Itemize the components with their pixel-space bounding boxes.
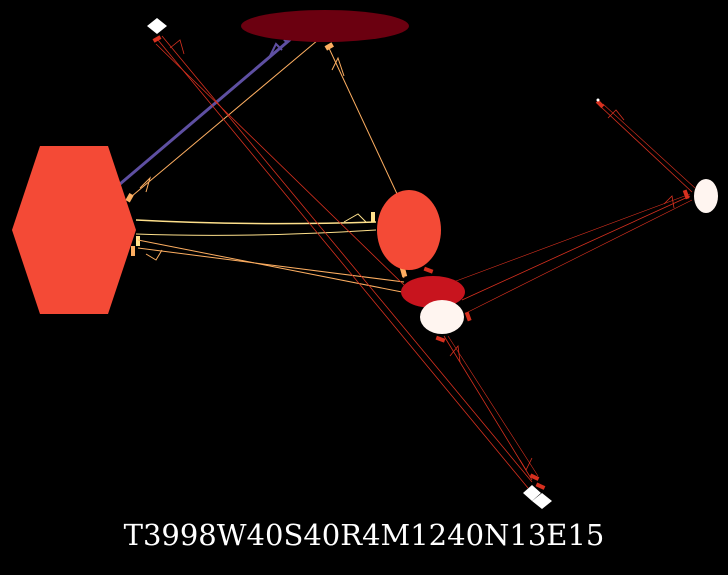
edge-hexagon-circle bbox=[135, 219, 377, 225]
edge-marker bbox=[152, 35, 162, 43]
edge-right-ellipse-white bbox=[461, 195, 691, 301]
edge-marker bbox=[131, 246, 135, 256]
bottom-diamond-node-b[interactable] bbox=[532, 493, 552, 509]
edge-marker bbox=[435, 335, 446, 343]
edge-hexagon-circle-2 bbox=[135, 229, 377, 236]
crimson-ellipse-node[interactable] bbox=[401, 276, 465, 308]
edge-marker bbox=[595, 99, 605, 109]
edge-marker bbox=[324, 42, 334, 51]
edge-top-diamond-bottom-3 bbox=[155, 43, 441, 321]
edge-marker-zz2 bbox=[139, 176, 152, 193]
graph-caption: T3998W40S40R4M1240N13E15 bbox=[123, 518, 605, 552]
edge-marker bbox=[136, 236, 140, 246]
edge-marker bbox=[371, 212, 375, 222]
edge-marker-zz7 bbox=[663, 195, 675, 209]
edge-top-ellipse-circle bbox=[327, 45, 399, 197]
edge-top-diamond-bottom-2 bbox=[157, 39, 529, 489]
edge-marker bbox=[529, 473, 540, 481]
top-diamond-node[interactable] bbox=[147, 18, 167, 34]
edge-hexagon-crimson bbox=[137, 239, 403, 293]
right-ellipse-node[interactable] bbox=[694, 179, 718, 213]
edge-marker-zz8 bbox=[449, 345, 461, 363]
edge-hexagon-crimson-2 bbox=[137, 247, 405, 283]
edge-marker-zz9 bbox=[519, 457, 533, 471]
edge-marker bbox=[423, 266, 434, 274]
edge-marker bbox=[682, 189, 690, 200]
edge-marker-zz5 bbox=[169, 39, 185, 55]
edge-marker bbox=[464, 311, 472, 322]
edge-marker-zz6 bbox=[607, 109, 625, 121]
edge-white-bottom-diamond-2 bbox=[447, 335, 539, 477]
edge-top-diamond-bottom bbox=[161, 35, 533, 483]
edges bbox=[119, 33, 696, 490]
white-ellipse-node[interactable] bbox=[420, 300, 464, 334]
nodes bbox=[12, 10, 718, 509]
edge-marker bbox=[125, 193, 134, 203]
hexagon-node[interactable] bbox=[12, 146, 136, 314]
bottom-diamond-node-a[interactable] bbox=[523, 485, 541, 501]
edge-marker-zz4 bbox=[145, 249, 163, 261]
edge-right-ellipse-white-2 bbox=[467, 199, 693, 313]
edge-right-ellipse-crimson bbox=[431, 193, 691, 291]
edge-dot-right-ellipse-2 bbox=[602, 103, 696, 189]
edge-hexagon-top-ellipse-2 bbox=[131, 39, 319, 197]
edge-white-bottom-diamond bbox=[443, 335, 533, 481]
center-circle-node[interactable] bbox=[377, 190, 441, 270]
edge-hexagon-top-ellipse-arrow bbox=[269, 42, 283, 57]
edge-dot-right-ellipse bbox=[599, 105, 693, 193]
edge-marker-zz3 bbox=[343, 213, 367, 223]
edge-marker-zz1 bbox=[331, 56, 345, 77]
edge-hexagon-top-ellipse bbox=[119, 36, 293, 186]
edge-marker bbox=[400, 267, 408, 278]
edge-marker bbox=[535, 482, 546, 490]
small-dot-node[interactable] bbox=[596, 98, 600, 102]
top-ellipse-node[interactable] bbox=[241, 10, 409, 42]
